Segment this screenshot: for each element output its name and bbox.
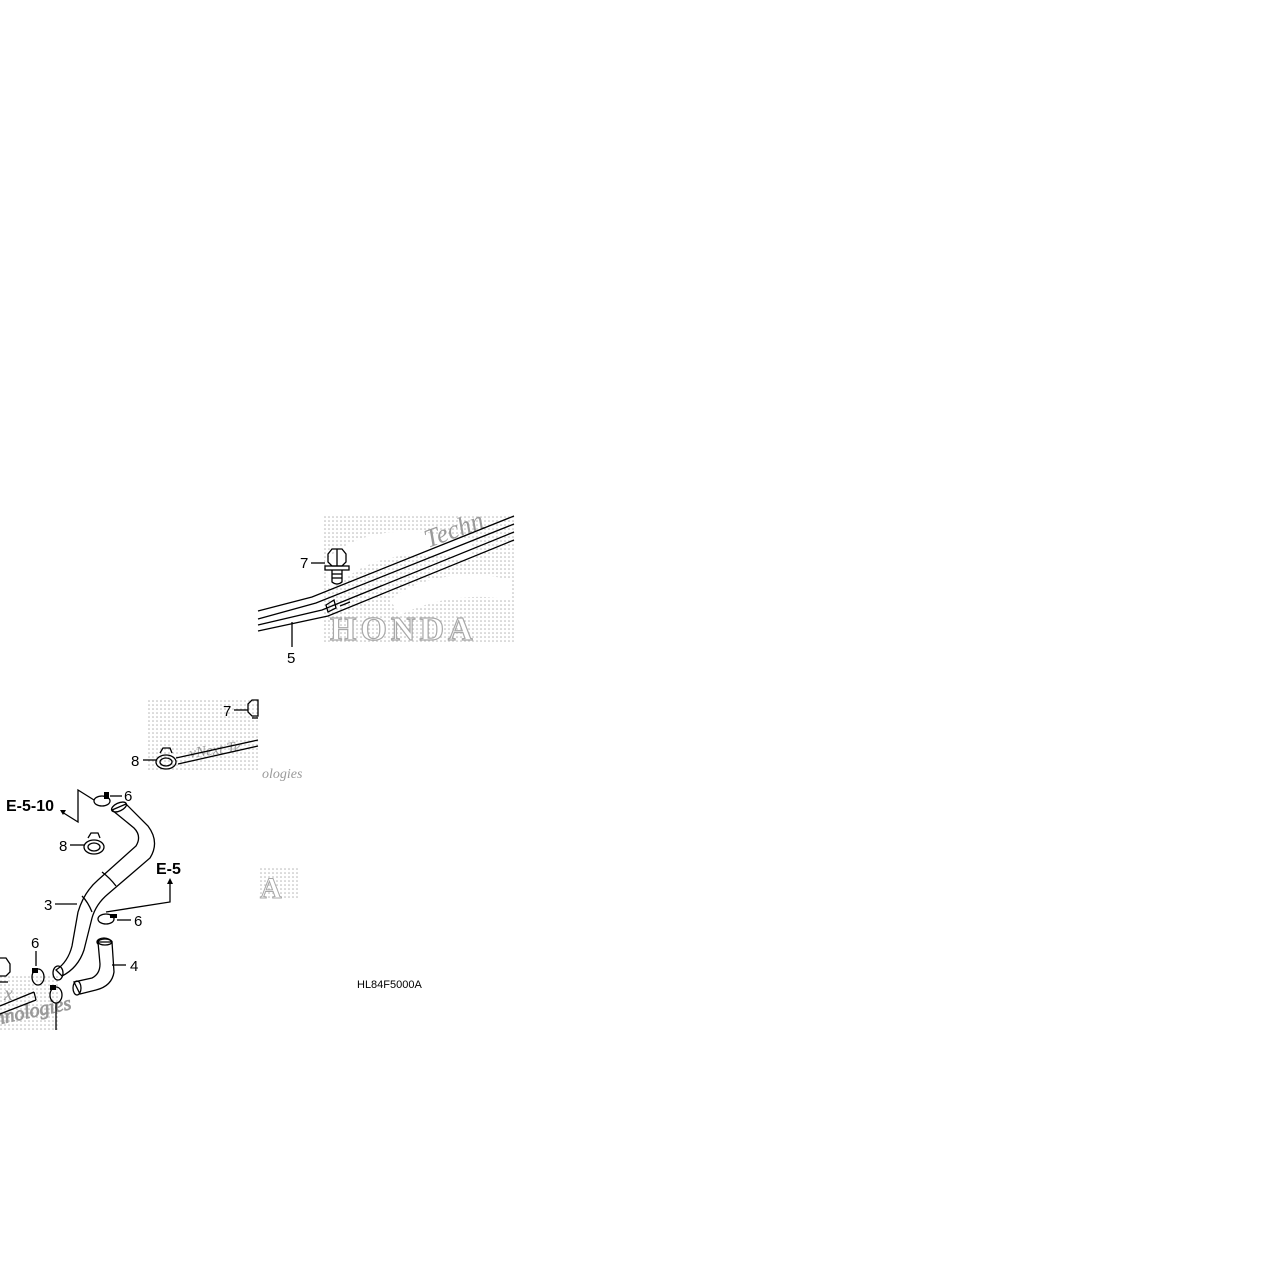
callout-4: 4: [130, 958, 138, 975]
callout-7-top: 7: [300, 555, 308, 572]
callout-5: 5: [287, 650, 295, 667]
part-6-clamp-top: [93, 792, 111, 807]
part-8-clamp-middle: [155, 739, 259, 770]
callout-8-middle: 8: [131, 753, 139, 770]
part-7-bolt-top: [324, 548, 350, 585]
reference-e-5: E-5: [156, 861, 181, 878]
watermark-text-vnext: vNext Te: [188, 739, 242, 762]
callout-7-middle: 7: [223, 703, 231, 720]
leader-e-5: [105, 880, 171, 913]
watermark-brand-honda: HONDA: [330, 611, 477, 648]
part-8-clamp-lower: [83, 832, 105, 855]
leader-e-5-10: [61, 788, 95, 824]
part-6-clamp-mid: [96, 913, 117, 947]
part-7-bolt-middle: [247, 699, 259, 719]
part-6-clamp-lower-left: [31, 968, 45, 986]
watermark-text-ologies: ologies: [262, 767, 303, 782]
callout-6-mid: 6: [134, 913, 142, 930]
part-4-hose: [72, 938, 115, 996]
callout-6-lower-left: 6: [31, 935, 39, 952]
part-bolt-left-edge: [0, 957, 11, 983]
watermark-text-x: x: [3, 983, 13, 1005]
part-5-pipe: [257, 515, 515, 632]
part-pipe-left-edge: [0, 991, 37, 1015]
part-3-hose: [52, 801, 156, 981]
callout-8-lower: 8: [59, 838, 67, 855]
callout-3: 3: [44, 897, 52, 914]
part-clamp-bottom: [49, 985, 63, 1030]
drawing-code: HL84F5000A: [357, 979, 422, 991]
callout-6-top: 6: [124, 788, 132, 805]
watermark-letter-a: A: [260, 872, 282, 905]
reference-e-5-10: E-5-10: [6, 798, 54, 815]
watermark-panel-bottom: x nnologies: [0, 975, 74, 1030]
